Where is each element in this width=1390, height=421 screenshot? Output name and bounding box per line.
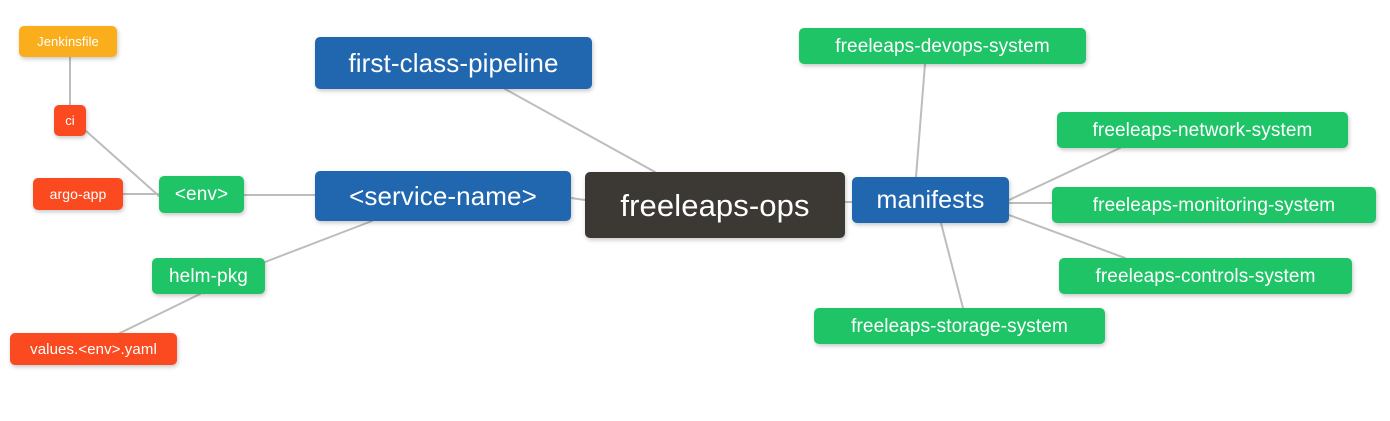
node-label-helm-pkg: helm-pkg: [169, 265, 248, 287]
edge-values-yaml-to-helm-pkg: [119, 293, 201, 334]
node-env[interactable]: <env>: [159, 176, 244, 213]
edge-service-name-to-freeleaps-ops: [570, 197, 586, 201]
node-argo-app[interactable]: argo-app: [33, 178, 123, 210]
node-freeleaps-storage-system[interactable]: freeleaps-storage-system: [814, 308, 1105, 344]
node-label-service-name: <service-name>: [349, 181, 537, 211]
node-label-freeleaps-network-system: freeleaps-network-system: [1092, 119, 1313, 141]
node-freeleaps-network-system[interactable]: freeleaps-network-system: [1057, 112, 1348, 148]
node-label-values-yaml: values.<env>.yaml: [30, 340, 157, 358]
node-service-name[interactable]: <service-name>: [315, 171, 571, 221]
node-label-ci: ci: [65, 113, 75, 128]
node-freeleaps-controls-system[interactable]: freeleaps-controls-system: [1059, 258, 1352, 294]
node-label-freeleaps-devops-system: freeleaps-devops-system: [835, 35, 1050, 57]
node-label-freeleaps-controls-system: freeleaps-controls-system: [1095, 265, 1316, 287]
node-label-freeleaps-ops: freeleaps-ops: [620, 187, 810, 223]
node-helm-pkg[interactable]: helm-pkg: [152, 258, 265, 294]
node-label-freeleaps-monitoring-system: freeleaps-monitoring-system: [1092, 194, 1336, 216]
edge-first-class-pipeline-to-freeleaps-ops: [504, 88, 656, 173]
node-first-class-pipeline[interactable]: first-class-pipeline: [315, 37, 592, 89]
edge-manifests-to-freeleaps-devops-system: [915, 63, 926, 178]
node-manifests[interactable]: manifests: [852, 177, 1009, 223]
edge-helm-pkg-to-service-name: [264, 220, 373, 263]
node-freeleaps-devops-system[interactable]: freeleaps-devops-system: [799, 28, 1086, 64]
node-jenkinsfile[interactable]: Jenkinsfile: [19, 26, 117, 57]
node-freeleaps-ops[interactable]: freeleaps-ops: [585, 172, 845, 238]
edge-manifests-to-freeleaps-storage-system: [940, 222, 964, 309]
node-freeleaps-monitoring-system[interactable]: freeleaps-monitoring-system: [1052, 187, 1376, 223]
node-label-argo-app: argo-app: [49, 186, 107, 202]
node-values-yaml[interactable]: values.<env>.yaml: [10, 333, 177, 365]
node-label-freeleaps-storage-system: freeleaps-storage-system: [851, 315, 1068, 337]
node-label-env: <env>: [174, 184, 229, 205]
node-label-jenkinsfile: Jenkinsfile: [37, 34, 99, 49]
node-label-manifests: manifests: [876, 185, 985, 214]
node-label-first-class-pipeline: first-class-pipeline: [348, 48, 559, 78]
node-ci[interactable]: ci: [54, 105, 86, 136]
